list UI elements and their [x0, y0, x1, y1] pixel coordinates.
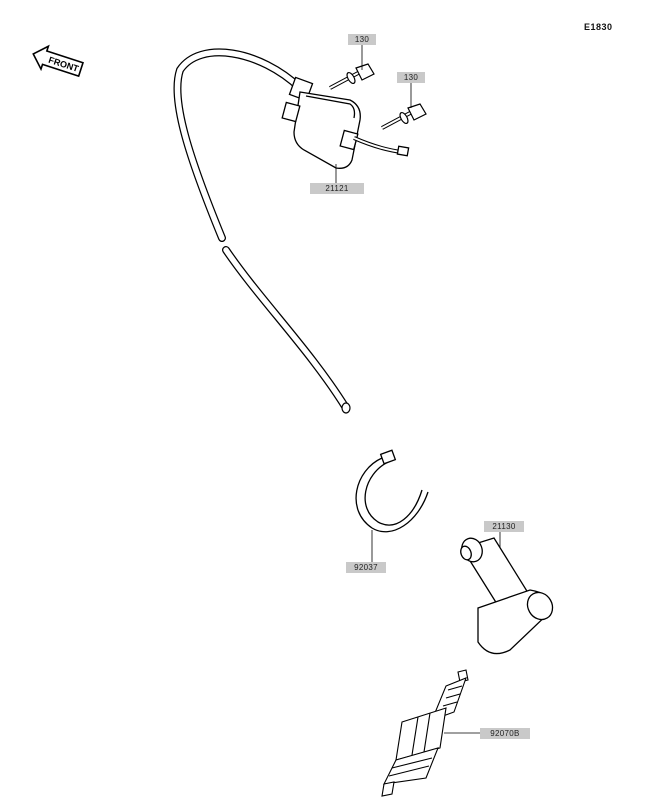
- band-drawing: [355, 449, 429, 533]
- callout-spark-plug[interactable]: 92070B: [480, 728, 530, 739]
- bolt-2-drawing: [381, 103, 427, 130]
- high-tension-lead: [173, 48, 351, 414]
- spark-plug-drawing: [381, 669, 469, 797]
- callout-bolt-2[interactable]: 130: [397, 72, 425, 83]
- callout-spark-plug-cap[interactable]: 21130: [484, 521, 524, 532]
- callout-bolt-1[interactable]: 130: [348, 34, 376, 45]
- diagram-code: E1830: [584, 22, 613, 32]
- front-direction-arrow: FRONT: [32, 44, 84, 78]
- callout-band[interactable]: 92037: [346, 562, 386, 573]
- callout-ignition-coil[interactable]: 21121: [310, 183, 364, 194]
- ignition-coil-drawing: [281, 76, 410, 169]
- leader-lines: [335, 44, 501, 734]
- bolt-1-drawing: [329, 63, 375, 90]
- spark-plug-cap-drawing: [460, 537, 554, 655]
